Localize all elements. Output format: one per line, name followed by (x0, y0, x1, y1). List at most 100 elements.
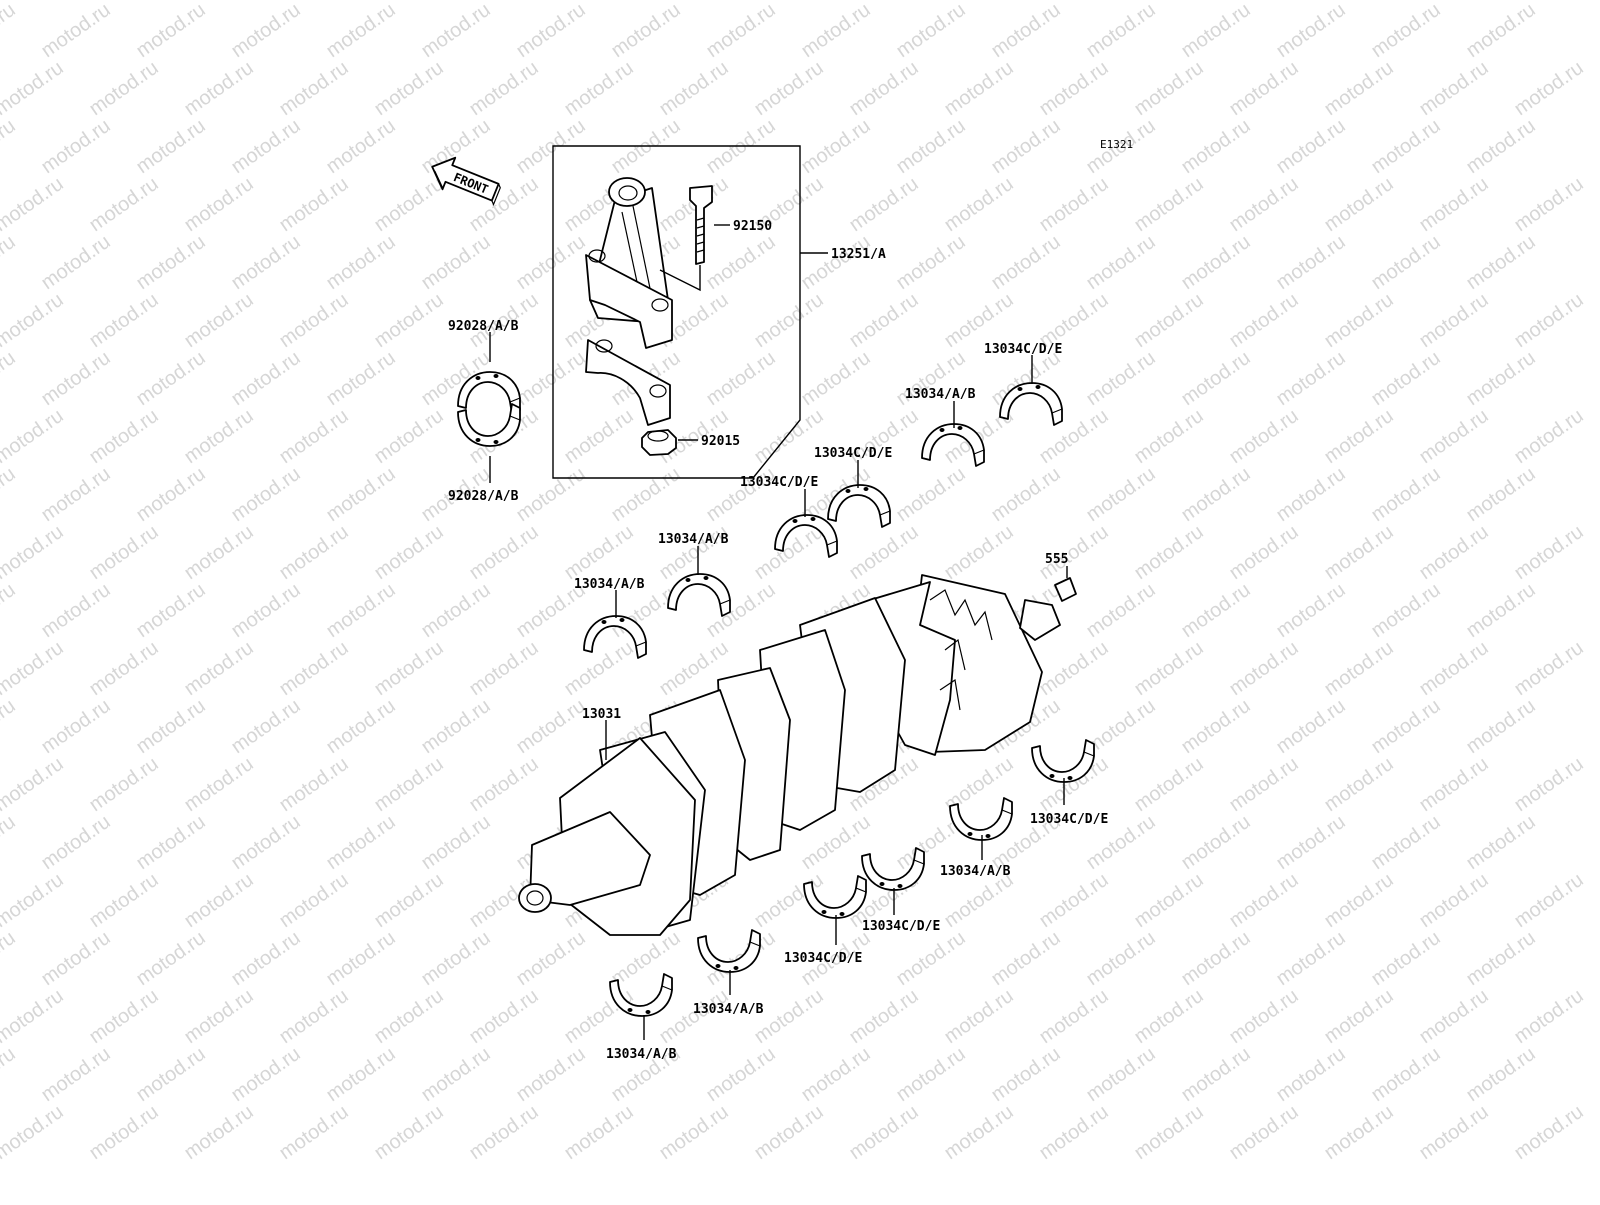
watermark-text: motod.ru (1130, 753, 1207, 816)
watermark-text: motod.ru (1177, 811, 1254, 874)
watermark-text: motod.ru (607, 0, 684, 62)
watermark-text: motod.ru (132, 695, 209, 758)
watermark-text: motod.ru (1035, 1101, 1112, 1164)
watermark-text: motod.ru (892, 115, 969, 178)
watermark-text: motod.ru (987, 1043, 1064, 1106)
watermark-text: motod.ru (1225, 57, 1302, 120)
oil-hole (897, 884, 903, 888)
watermark-text: motod.ru (1462, 463, 1539, 526)
oil-hole (475, 376, 481, 380)
watermark-text: motod.ru (940, 985, 1017, 1048)
watermark-text: motod.ru (1510, 753, 1587, 816)
watermark-text: motod.ru (1320, 869, 1397, 932)
watermark-text: motod.ru (1177, 115, 1254, 178)
watermark-text: motod.ru (37, 115, 114, 178)
watermark-text: motod.ru (370, 521, 447, 584)
watermark-text: motod.ru (0, 0, 20, 62)
watermark-text: motod.ru (85, 173, 162, 236)
watermark-text: motod.ru (465, 1101, 542, 1164)
bearing-shell (949, 797, 1013, 841)
oil-hole (645, 1010, 651, 1014)
oil-hole (703, 576, 709, 580)
label-lower-3: 13034C/D/E (862, 919, 940, 934)
watermark-text: motod.ru (1272, 811, 1349, 874)
watermark-text: motod.ru (655, 1101, 732, 1164)
oil-hole (1049, 774, 1055, 778)
watermark-text: motod.ru (1415, 521, 1492, 584)
watermark-text: motod.ru (275, 173, 352, 236)
watermark-text: motod.ru (1320, 57, 1397, 120)
connecting-rod-drawing (585, 177, 673, 349)
watermark-text: motod.ru (0, 347, 20, 410)
watermark-text: motod.ru (1082, 1043, 1159, 1106)
watermark-text: motod.ru (1272, 347, 1349, 410)
watermark-text: motod.ru (37, 695, 114, 758)
watermark-text: motod.ru (512, 463, 589, 526)
watermark-text: motod.ru (1035, 173, 1112, 236)
watermark-text: motod.ru (0, 405, 68, 468)
watermark-text: motod.ru (512, 927, 589, 990)
watermark-text: motod.ru (417, 927, 494, 990)
watermark-text: motod.ru (180, 521, 257, 584)
oil-hole (879, 882, 885, 886)
label-13031: 13031 (582, 707, 621, 722)
watermark-text: motod.ru (465, 637, 542, 700)
watermark-text: motod.ru (1130, 637, 1207, 700)
watermark-text: motod.ru (1462, 347, 1539, 410)
watermark-text: motod.ru (85, 753, 162, 816)
watermark-text: motod.ru (1225, 405, 1302, 468)
watermark-text: motod.ru (85, 521, 162, 584)
watermark-text: motod.ru (275, 521, 352, 584)
label-92028-bottom: 92028/A/B (448, 489, 519, 504)
watermark-text: motod.ru (0, 1101, 68, 1164)
watermark-text: motod.ru (1130, 173, 1207, 236)
watermark-text: motod.ru (1225, 869, 1302, 932)
watermark-text: motod.ru (0, 811, 20, 874)
watermark-text: motod.ru (132, 463, 209, 526)
oil-hole (493, 374, 499, 378)
watermark-text: motod.ru (1225, 173, 1302, 236)
watermark-text: motod.ru (512, 347, 589, 410)
watermark-text: motod.ru (37, 231, 114, 294)
watermark-text: motod.ru (132, 231, 209, 294)
watermark-text: motod.ru (0, 695, 20, 758)
oil-hole (810, 517, 816, 521)
watermark-text: motod.ru (1367, 927, 1444, 990)
bearing-shell (1031, 739, 1095, 783)
watermark-text: motod.ru (1082, 231, 1159, 294)
watermark-text: motod.ru (370, 753, 447, 816)
watermark-text: motod.ru (227, 0, 304, 62)
watermark-text: motod.ru (940, 521, 1017, 584)
watermark-text: motod.ru (1035, 869, 1112, 932)
watermark-text: motod.ru (1415, 57, 1492, 120)
watermark-text: motod.ru (0, 1043, 20, 1106)
watermark-text: motod.ru (275, 753, 352, 816)
oil-hole (475, 438, 481, 442)
bearing-shell (609, 973, 673, 1017)
bearing-shell (774, 514, 838, 558)
watermark-text: motod.ru (560, 521, 637, 584)
watermark-text: motod.ru (1510, 57, 1587, 120)
watermark-text: motod.ru (1462, 0, 1539, 62)
watermark-text: motod.ru (987, 927, 1064, 990)
watermark-text: motod.ru (0, 869, 68, 932)
watermark-text: motod.ru (37, 1043, 114, 1106)
watermark-text: motod.ru (750, 1101, 827, 1164)
watermark-text: motod.ru (417, 579, 494, 642)
watermark-text: motod.ru (1177, 1043, 1254, 1106)
bearing-shell (583, 615, 647, 659)
watermark-text: motod.ru (85, 57, 162, 120)
watermark-text: motod.ru (1320, 1101, 1397, 1164)
watermark-text: motod.ru (37, 811, 114, 874)
watermark-text: motod.ru (1272, 0, 1349, 62)
leader-lines (489, 332, 1065, 1040)
watermark-text: motod.ru (1130, 405, 1207, 468)
watermark-text: motod.ru (0, 927, 20, 990)
label-upper-1: 13034C/D/E (984, 342, 1062, 357)
watermark-text: motod.ru (0, 173, 68, 236)
watermark-text: motod.ru (1462, 927, 1539, 990)
oil-hole (1067, 776, 1073, 780)
watermark-text: motod.ru (1510, 173, 1587, 236)
watermark-text: motod.ru (797, 231, 874, 294)
